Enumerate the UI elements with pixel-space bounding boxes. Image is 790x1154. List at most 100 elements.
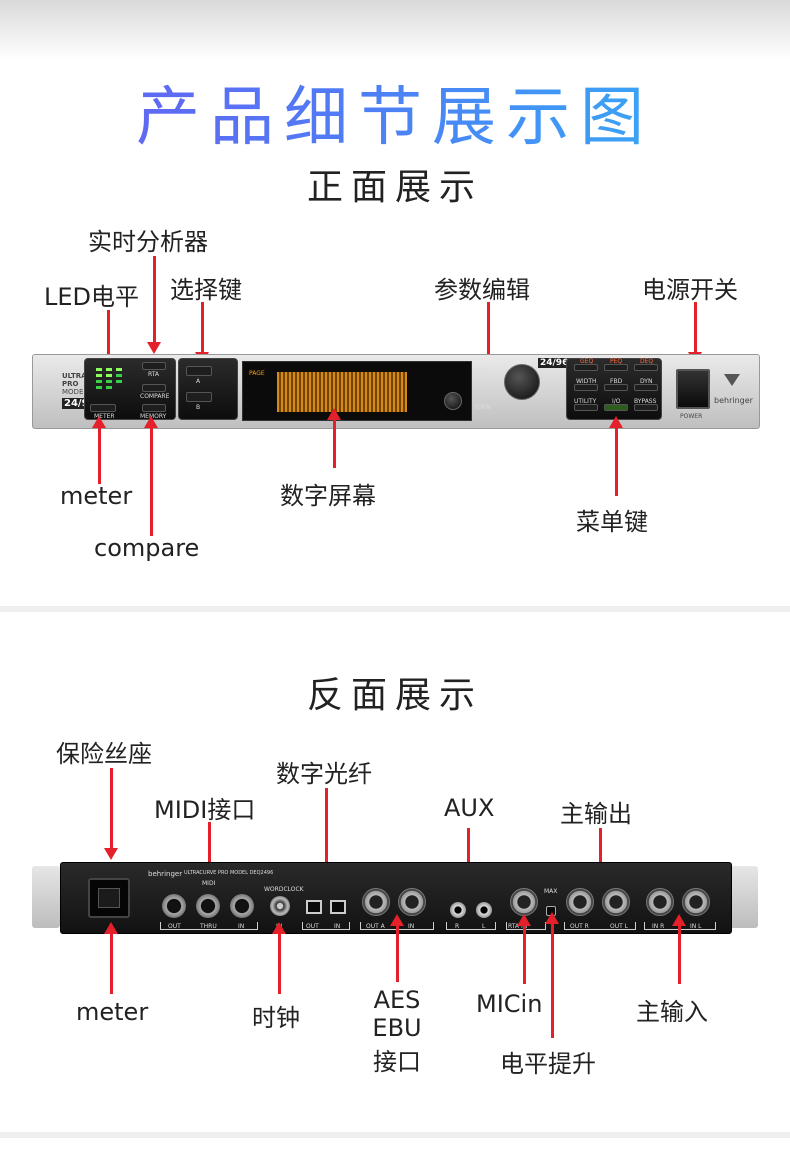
optical-out-port[interactable] — [306, 900, 322, 914]
arrow-menu-keys — [609, 416, 623, 496]
aes-ebu-in-xlr[interactable] — [398, 888, 426, 916]
front-brand: behringer — [714, 396, 753, 405]
turn-label: TURN — [474, 404, 491, 411]
menu-utility-label: UTILITY — [574, 398, 597, 405]
arrow-compare — [144, 416, 158, 536]
push-label: PUSH — [474, 368, 491, 375]
label-aux: AUX — [444, 794, 495, 822]
midi-out-label: OUT — [168, 923, 181, 930]
label-fuse-holder: 保险丝座 — [56, 740, 152, 768]
main-out-r-xlr[interactable] — [566, 888, 594, 916]
label-level-boost: 电平提升 — [500, 1050, 596, 1078]
meter-button[interactable] — [90, 404, 116, 412]
main-in-l-xlr[interactable] — [682, 888, 710, 916]
out-r-label: OUT R — [570, 923, 589, 930]
rta-spectrum-display — [277, 372, 407, 412]
arrow-fuse-holder — [104, 768, 118, 860]
aes-ebu-out-xlr[interactable] — [362, 888, 390, 916]
select-a-label: A — [196, 378, 201, 385]
rear-midi-title: MIDI — [202, 880, 216, 887]
menu-width-label: WIDTH — [576, 378, 597, 385]
arrow-led-level — [101, 310, 115, 366]
data-wheel-knob[interactable] — [504, 364, 540, 400]
select-b-button[interactable] — [186, 392, 212, 402]
arrow-meter-front — [92, 416, 106, 484]
behringer-logo-icon — [724, 374, 740, 386]
digital-screen: PAGE — [242, 361, 472, 421]
arrow-digital-screen — [327, 408, 341, 468]
power-label: POWER — [680, 413, 703, 420]
aux-r-rca[interactable] — [450, 902, 466, 918]
rear-rack-ear-right — [730, 866, 758, 928]
out-l-label: OUT L — [610, 923, 629, 930]
in-r-label: IN R — [652, 923, 665, 930]
label-select-keys: 选择键 — [170, 276, 242, 304]
aux-l-label: L — [482, 923, 486, 930]
label-digital-optical: 数字光纤 — [276, 760, 372, 788]
max-label: MAX — [544, 888, 558, 895]
rta-button[interactable] — [142, 362, 166, 370]
label-led-level: LED电平 — [44, 283, 140, 311]
menu-geq-button[interactable] — [574, 364, 598, 371]
rear-rack-ear-left — [32, 866, 60, 928]
menu-io-label: I/O — [612, 398, 621, 405]
arrow-select-keys — [195, 302, 209, 364]
label-aes-line2: EBU — [372, 1014, 422, 1042]
midi-label-strip — [160, 922, 258, 930]
menu-utility-button[interactable] — [574, 404, 598, 411]
label-realtime-analyzer: 实时分析器 — [88, 228, 208, 256]
midi-thru-port[interactable] — [196, 894, 220, 918]
menu-bypass-button[interactable] — [634, 404, 658, 411]
rta-button-label: RTA — [148, 371, 160, 378]
power-inlet-fuse-holder[interactable] — [88, 878, 130, 918]
main-in-r-xlr[interactable] — [646, 888, 674, 916]
arrow-clock — [272, 922, 286, 994]
rear-model: ULTRACURVE PRO MODEL DEQ2496 — [184, 870, 274, 876]
midi-in-label: IN — [238, 923, 245, 930]
arrow-meter-rear — [104, 922, 118, 994]
aux-l-rca[interactable] — [476, 902, 492, 918]
aux-r-label: R — [455, 923, 460, 930]
midi-out-port[interactable] — [162, 894, 186, 918]
arrow-param-edit — [481, 302, 495, 368]
menu-peq-button[interactable] — [604, 364, 628, 371]
small-knob[interactable] — [444, 392, 462, 410]
main-out-l-xlr[interactable] — [602, 888, 630, 916]
wordclock-bnc-port[interactable] — [270, 896, 290, 916]
screen-page-label: PAGE — [249, 370, 265, 377]
label-meter-front: meter — [60, 482, 133, 510]
menu-deq-label: DEQ — [640, 358, 654, 365]
front-bit-badge: 24/96 — [62, 398, 98, 409]
memory-button[interactable] — [142, 404, 166, 412]
arrow-power-switch — [688, 302, 702, 364]
optical-label-strip — [302, 922, 350, 930]
top-gradient-band — [0, 0, 790, 60]
aux-label-strip — [446, 922, 496, 930]
compare-button[interactable] — [142, 384, 166, 392]
menu-bypass-label: BYPASS — [634, 398, 657, 405]
page-title: 产品细节展示图 — [0, 66, 790, 158]
power-switch[interactable] — [676, 369, 710, 409]
rear-brand: behringer — [148, 870, 183, 878]
label-midi-port: MIDI接口 — [154, 796, 256, 824]
select-b-label: B — [196, 404, 201, 411]
front-section-title: 正面展示 — [306, 167, 483, 208]
aes-in-label: IN — [408, 923, 415, 930]
menu-dyn-button[interactable] — [634, 384, 658, 391]
menu-width-button[interactable] — [574, 384, 598, 391]
optical-out-label: OUT — [306, 923, 319, 930]
front-bit-badge-2: 24/96 — [538, 358, 571, 368]
select-a-button[interactable] — [186, 366, 212, 376]
menu-fbd-button[interactable] — [604, 384, 628, 391]
arrow-aes-ebu — [390, 914, 404, 982]
label-main-input: 主输入 — [636, 998, 708, 1026]
label-clock: 时钟 — [252, 1004, 300, 1032]
menu-io-button[interactable] — [604, 404, 628, 411]
midi-in-port[interactable] — [230, 894, 254, 918]
label-compare: compare — [94, 534, 200, 562]
menu-deq-button[interactable] — [634, 364, 658, 371]
rta-mic-in-xlr[interactable] — [510, 888, 538, 916]
label-param-edit: 参数编辑 — [434, 276, 530, 304]
rta-label-strip — [506, 922, 546, 930]
optical-in-port[interactable] — [330, 900, 346, 914]
